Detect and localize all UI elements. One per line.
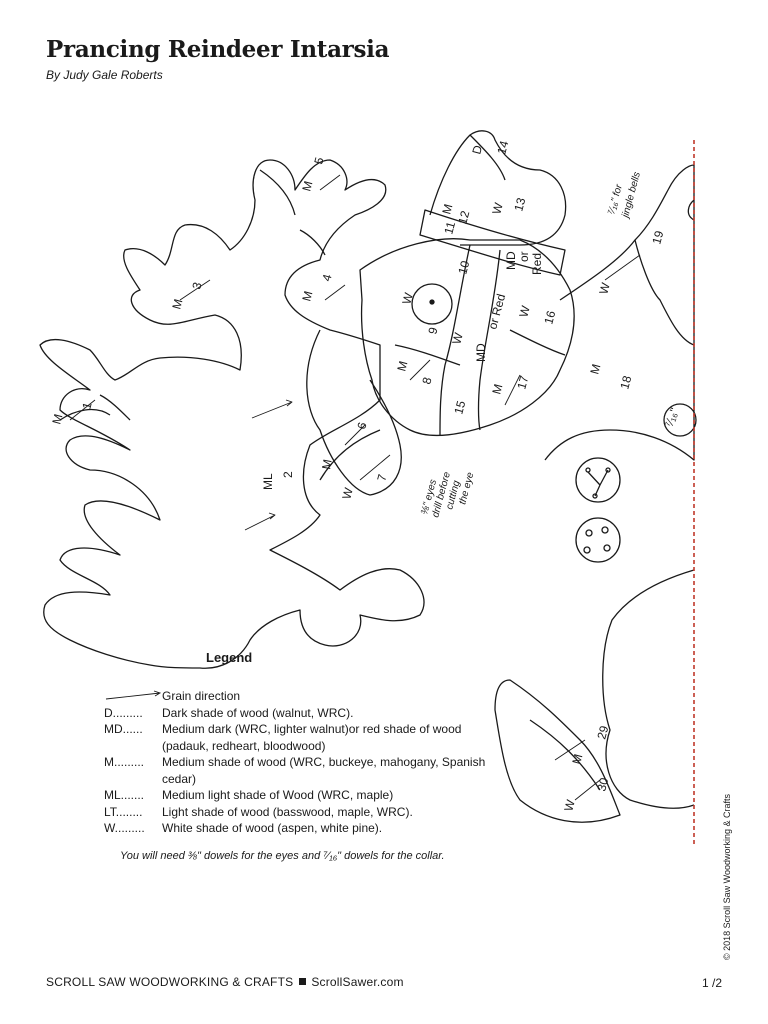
piece-label: W bbox=[596, 281, 613, 296]
piece-label: M bbox=[439, 202, 455, 215]
author-byline: By Judy Gale Roberts bbox=[46, 68, 163, 82]
piece-label: 8 bbox=[419, 375, 434, 385]
piece-label: 2 bbox=[281, 471, 295, 478]
body-outline bbox=[544, 164, 695, 461]
piece-label: 7 bbox=[374, 472, 389, 482]
piece-label: W bbox=[339, 486, 356, 501]
legend-item: MD...... Medium dark (WRC, lighter walnu… bbox=[104, 722, 462, 753]
piece-label: M bbox=[569, 752, 585, 765]
footer: SCROLL SAW WOODWORKING & CRAFTS ScrollSaw… bbox=[46, 975, 404, 989]
piece-label: M bbox=[169, 297, 185, 310]
legend-item: ML....... Medium light shade of Wood (WR… bbox=[104, 788, 394, 802]
piece-label: W bbox=[516, 304, 533, 319]
piece-label: M bbox=[587, 362, 603, 375]
site-link[interactable]: ScrollSawer.com bbox=[311, 975, 404, 989]
piece-label: 13 bbox=[511, 196, 528, 213]
alt-grade-label: or bbox=[517, 251, 531, 262]
legend: Grain direction D......... Dark shade of… bbox=[104, 688, 504, 837]
page-title: Prancing Reindeer Intarsia bbox=[46, 36, 390, 63]
piece-label: 18 bbox=[617, 374, 634, 391]
hat-outline bbox=[429, 130, 567, 246]
legend-item: M......... Medium shade of wood (WRC, bu… bbox=[104, 755, 486, 786]
page-number: 1 /2 bbox=[701, 976, 722, 990]
alt-grade-label: or Red bbox=[485, 292, 508, 330]
leg-outline bbox=[602, 569, 695, 809]
piece-label: 10 bbox=[455, 259, 472, 276]
head-outline bbox=[359, 238, 575, 437]
piece-label: W bbox=[489, 201, 506, 216]
piece-label: W bbox=[449, 331, 466, 346]
piece-label: W bbox=[561, 798, 578, 813]
piece-label: 14 bbox=[494, 139, 511, 156]
piece-label: 30 bbox=[594, 776, 611, 793]
piece-label: 3 bbox=[189, 280, 204, 290]
bells-note: jingle bells bbox=[620, 171, 643, 221]
antler-outline bbox=[39, 159, 425, 669]
legend-title: Legend bbox=[206, 650, 253, 665]
legend-item: D......... Dark shade of wood (walnut, W… bbox=[104, 705, 354, 720]
publication-name: SCROLL SAW WOODWORKING & CRAFTS bbox=[46, 975, 294, 989]
piece-label: 12 bbox=[455, 209, 472, 226]
piece-label: M bbox=[319, 458, 335, 470]
square-bullet-icon bbox=[299, 978, 307, 985]
scarf-outline bbox=[419, 209, 566, 276]
alt-grade-label: Red bbox=[530, 253, 544, 275]
piece-label: W bbox=[399, 291, 416, 306]
copyright: © 2018 Scroll Saw Woodworking & Crafts bbox=[722, 793, 732, 960]
legend-item: LT........ Light shade of wood (basswood… bbox=[104, 804, 413, 819]
grain-direction-label: Grain direction bbox=[162, 689, 241, 703]
piece-label: 16 bbox=[541, 309, 558, 326]
piece-label: D bbox=[469, 143, 485, 155]
collar-dowel-label: ⁷⁄₁₆" bbox=[662, 406, 682, 429]
piece-label: M bbox=[299, 179, 315, 192]
piece-label: 15 bbox=[451, 399, 468, 416]
piece-label: M bbox=[489, 382, 505, 395]
piece-label: M bbox=[299, 289, 315, 302]
legend-item: W......... White shade of wood (aspen, w… bbox=[104, 821, 383, 835]
alt-grade-label: MD bbox=[504, 251, 518, 270]
piece-label: 9 bbox=[425, 325, 440, 335]
grain-arrow-icon bbox=[105, 690, 162, 700]
piece-label: 11 bbox=[441, 220, 458, 236]
piece-label: 19 bbox=[649, 229, 666, 246]
piece-label: M bbox=[394, 359, 410, 372]
piece-label: ML bbox=[261, 473, 275, 490]
piece-label: M bbox=[49, 412, 65, 425]
dowel-note: You will need ⅜" dowels for the eyes and… bbox=[120, 850, 445, 862]
piece-label: MD bbox=[474, 343, 488, 362]
piece-label: 29 bbox=[594, 724, 611, 741]
piece-label: 5 bbox=[311, 155, 326, 165]
grain-direction-row: Grain direction bbox=[104, 688, 504, 705]
piece-label: 6 bbox=[354, 420, 369, 430]
piece-label: 17 bbox=[514, 374, 531, 391]
piece-label: 1 bbox=[79, 400, 94, 410]
piece-label: 4 bbox=[319, 272, 334, 282]
